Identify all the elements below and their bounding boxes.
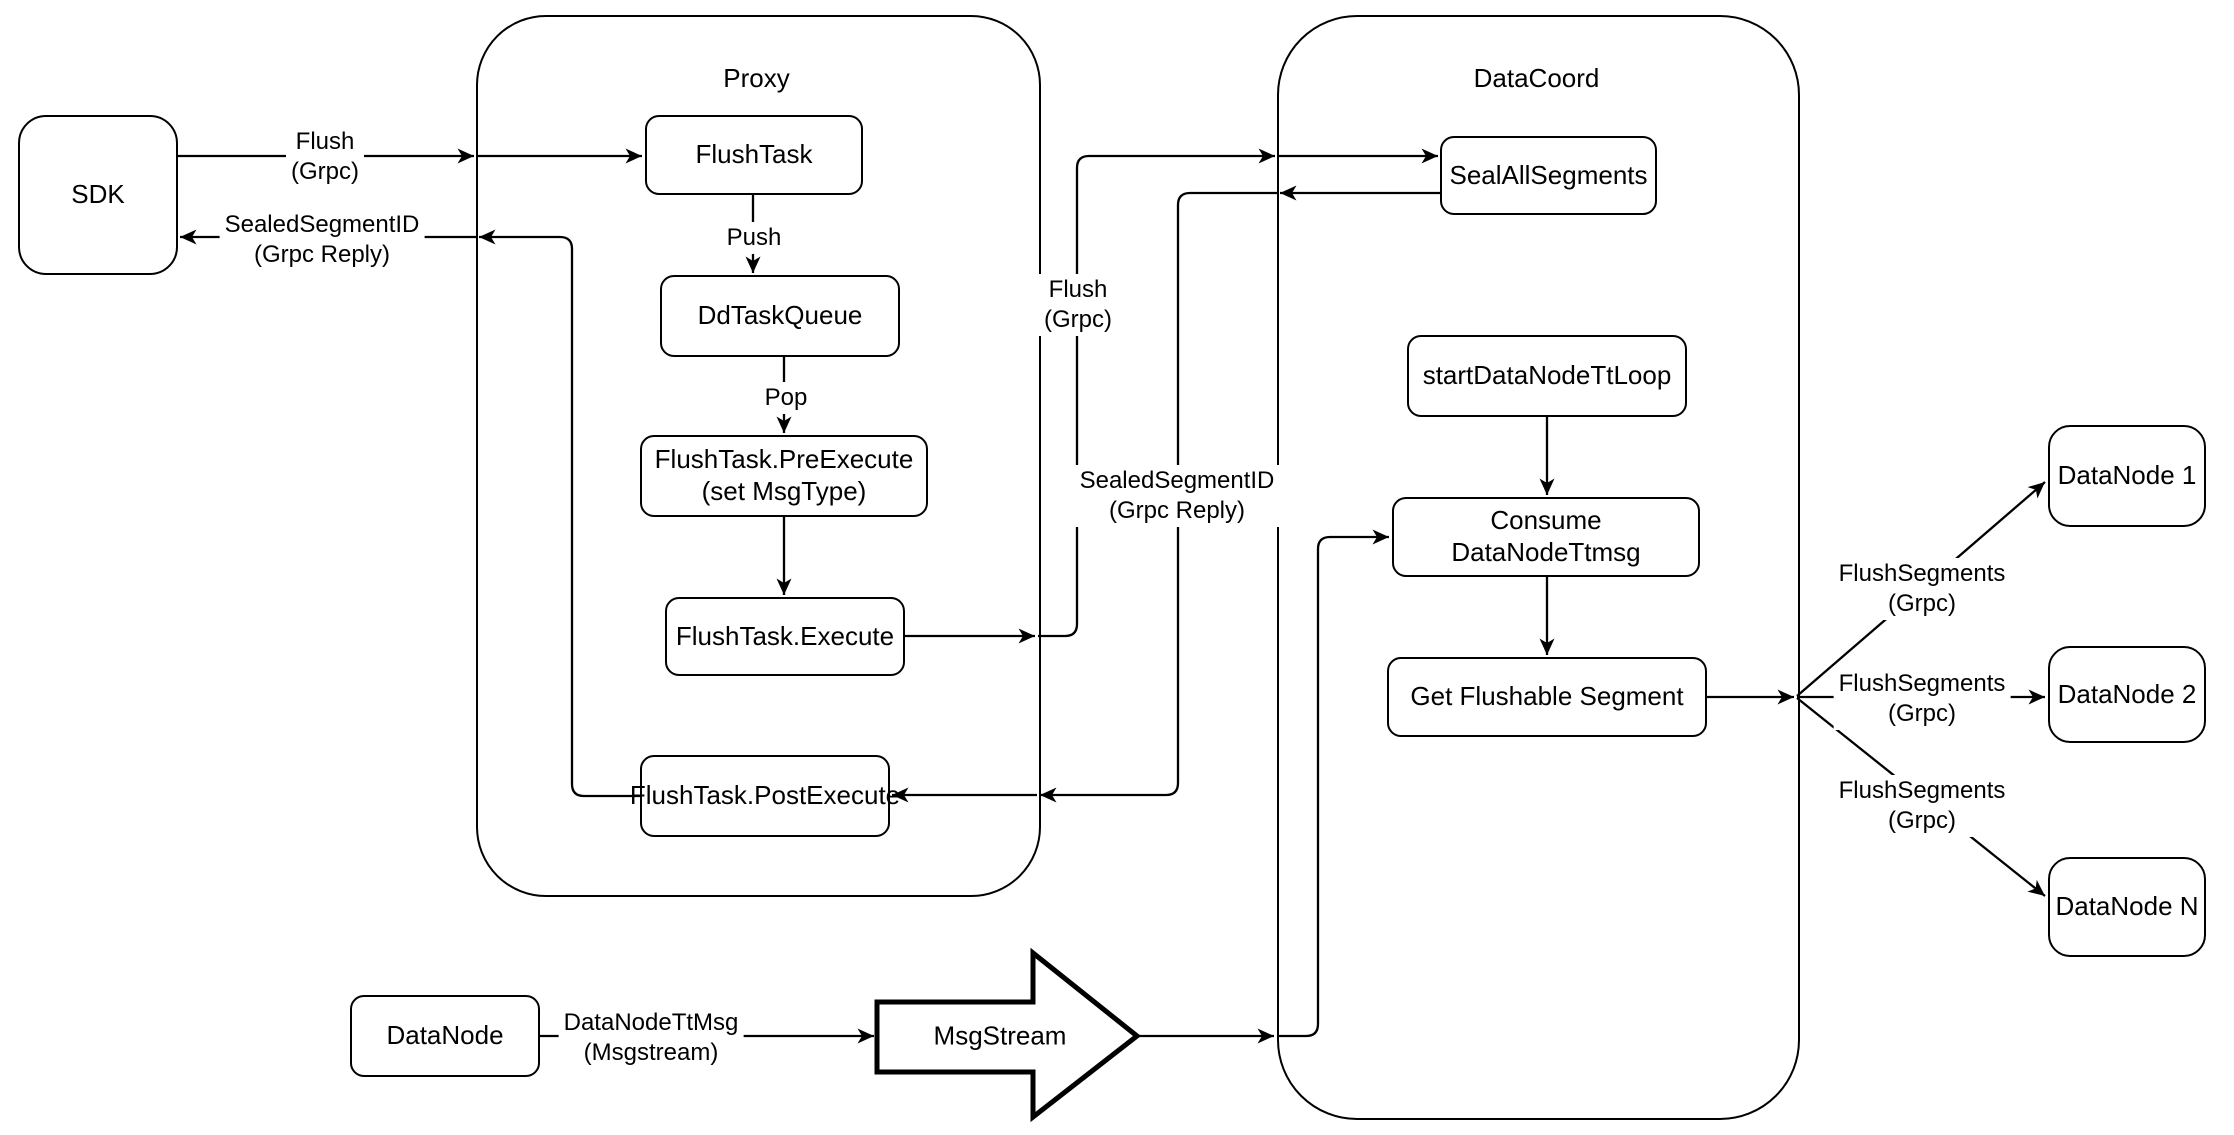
- edge-label-sealed-sdk: SealedSegmentID (Grpc Reply): [219, 209, 425, 271]
- edge-label-sealed-mid: SealedSegmentID (Grpc Reply): [1074, 465, 1280, 527]
- node-preexecute-line2: (set MsgType): [701, 476, 867, 506]
- node-getflushablesegment-label: Get Flushable Segment: [1410, 681, 1684, 712]
- edge-label-flush-mid-line1: Flush: [1048, 276, 1108, 303]
- edge-label-pop: Pop: [759, 382, 813, 414]
- node-datanode: DataNode: [350, 995, 540, 1077]
- edge-label-flush-sdk-line2: (Grpc): [291, 158, 359, 185]
- node-datanode-label: DataNode: [386, 1020, 504, 1051]
- node-datanode1-label: DataNode 1: [2057, 460, 2197, 491]
- node-postexecute-label: FlushTask.PostExecute: [629, 780, 901, 811]
- edge-label-sealed-mid-line2: (Grpc Reply): [1108, 497, 1246, 524]
- node-ddtaskqueue-label: DdTaskQueue: [697, 300, 863, 331]
- node-preexecute-line1: FlushTask.PreExecute: [654, 444, 914, 475]
- node-preexecute-label: FlushTask.PreExecute (set MsgType): [655, 444, 914, 507]
- node-ddtaskqueue: DdTaskQueue: [660, 275, 900, 357]
- node-postexecute: FlushTask.PostExecute: [630, 755, 900, 837]
- datacoord-container-title: DataCoord: [1473, 63, 1600, 93]
- node-getflushablesegment: Get Flushable Segment: [1387, 657, 1707, 737]
- node-sealallsegments-label: SealAllSegments: [1449, 159, 1648, 190]
- node-datanode2-label: DataNode 2: [2057, 678, 2197, 709]
- proxy-container-title: Proxy: [723, 63, 790, 93]
- edge-label-datanodettmsg-line2: (Msgstream): [583, 1039, 719, 1066]
- node-datanoden-label: DataNode N: [2055, 891, 2199, 922]
- edge-label-flushsegments-2-line2: (Grpc): [1888, 700, 1956, 727]
- edge-label-datanodettmsg: DataNodeTtMsg (Msgstream): [558, 1007, 744, 1069]
- edge-label-sealed-sdk-line1: SealedSegmentID: [224, 211, 420, 238]
- edge-label-sealed-mid-line1: SealedSegmentID: [1079, 467, 1275, 494]
- edge-label-sealed-sdk-line2: (Grpc Reply): [253, 241, 391, 268]
- node-startdatanodettloop: startDataNodeTtLoop: [1407, 335, 1687, 417]
- edge-label-flushsegments-2-line1: FlushSegments: [1838, 670, 2006, 697]
- edge-label-datanodettmsg-line1: DataNodeTtMsg: [563, 1009, 739, 1036]
- node-preexecute: FlushTask.PreExecute (set MsgType): [640, 435, 928, 517]
- edge-label-flush-sdk: Flush (Grpc): [286, 126, 364, 188]
- node-datanoden: DataNode N: [2048, 857, 2206, 957]
- edge-label-flushsegments-3-line2: (Grpc): [1888, 807, 1956, 834]
- node-sdk: SDK: [18, 115, 178, 275]
- edge-label-flush-mid: Flush (Grpc): [1039, 274, 1117, 336]
- node-sdk-label: SDK: [71, 179, 125, 210]
- datacoord-container: [1277, 15, 1800, 1120]
- msgstream-label: MsgStream: [933, 1020, 1067, 1051]
- edge-label-flushsegments-2: FlushSegments (Grpc): [1833, 668, 2011, 730]
- edge-label-flushsegments-1-line1: FlushSegments: [1838, 560, 2006, 587]
- node-execute: FlushTask.Execute: [665, 597, 905, 676]
- proxy-container: [476, 15, 1041, 897]
- node-consumedatanodettmsg-label: Consume DataNodeTtmsg: [1451, 505, 1641, 567]
- node-startdatanodettloop-label: startDataNodeTtLoop: [1422, 360, 1672, 391]
- edge-label-flushsegments-3: FlushSegments (Grpc): [1833, 775, 2011, 837]
- edge-label-push: Push: [721, 222, 787, 254]
- edge-label-flushsegments-3-line1: FlushSegments: [1838, 777, 2006, 804]
- node-consumedatanodettmsg: Consume DataNodeTtmsg: [1392, 497, 1700, 577]
- node-sealallsegments: SealAllSegments: [1440, 136, 1657, 215]
- edge-label-flush-sdk-line1: Flush: [295, 128, 355, 155]
- node-datanode1: DataNode 1: [2048, 425, 2206, 527]
- edge-datacoord-up-to-consume: [1277, 529, 1389, 1038]
- node-flushtask-label: FlushTask: [695, 139, 813, 170]
- msgstream-arrow-shape: [874, 947, 1142, 1123]
- node-flushtask: FlushTask: [645, 115, 863, 195]
- edge-label-flush-mid-line2: (Grpc): [1044, 306, 1112, 333]
- edge-label-flushsegments-1: FlushSegments (Grpc): [1833, 558, 2011, 620]
- node-datanode2: DataNode 2: [2048, 646, 2206, 743]
- node-execute-label: FlushTask.Execute: [675, 620, 895, 651]
- edge-proxy-edge-up-to-datacoord: [1038, 148, 1275, 638]
- edge-postexecute-to-proxy-edge: [479, 229, 640, 798]
- edge-label-flushsegments-1-line2: (Grpc): [1888, 590, 1956, 617]
